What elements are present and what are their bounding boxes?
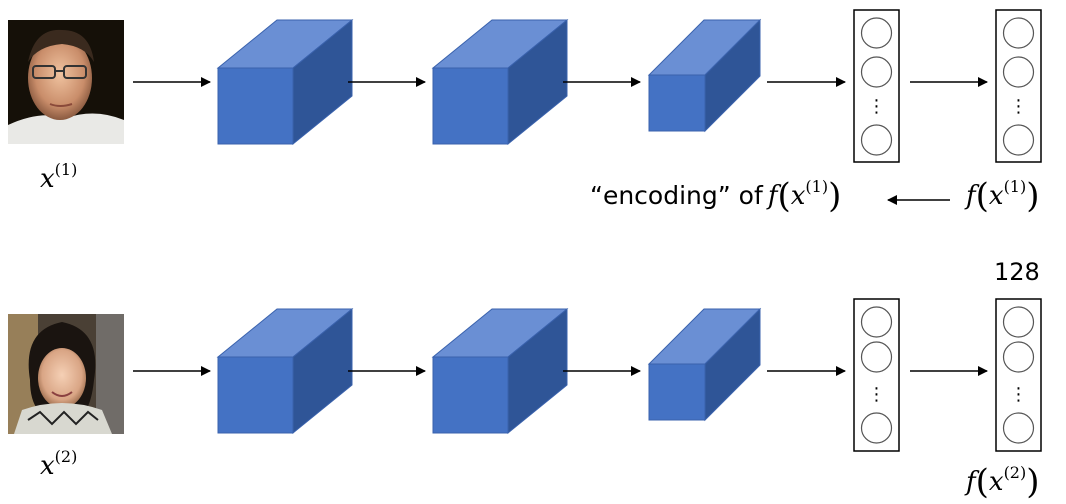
face-photo-woman	[8, 314, 124, 434]
neuron	[860, 17, 893, 49]
conv-block-3	[647, 307, 762, 422]
vertical-dots-icon: ⋮	[1010, 384, 1028, 405]
fc-layer-vector: ⋮	[853, 9, 900, 163]
neuron	[1002, 306, 1035, 338]
conv-block-3	[647, 18, 762, 133]
encoding-caption: “encoding” of f(x(1))	[590, 176, 841, 216]
face-photo-man	[8, 20, 124, 144]
encoding-function: f(x(1))	[767, 176, 842, 216]
fc-layer-vector: ⋮	[853, 298, 900, 452]
neuron	[1002, 56, 1035, 88]
input-label-x1: x(1)	[40, 160, 78, 194]
conv-block-2	[431, 307, 569, 435]
neuron	[1002, 412, 1035, 444]
output-label-f-x2: f(x(2))	[966, 462, 1040, 502]
input-label-x2: x(2)	[40, 447, 78, 481]
conv-block-1	[216, 18, 354, 146]
vertical-dots-icon: ⋮	[868, 96, 886, 117]
conv-block-2	[431, 18, 569, 146]
neuron	[860, 341, 893, 373]
neuron	[1002, 341, 1035, 373]
output-label-f-x1: f(x(1))	[966, 176, 1040, 216]
vertical-dots-icon: ⋮	[868, 384, 886, 405]
neuron	[860, 412, 893, 444]
embedding-dimension: 128	[994, 258, 1040, 286]
neuron	[1002, 124, 1035, 156]
neuron	[860, 56, 893, 88]
conv-block-1	[216, 307, 354, 435]
neuron	[860, 306, 893, 338]
vertical-dots-icon: ⋮	[1010, 96, 1028, 117]
neuron	[860, 124, 893, 156]
output-embedding-vector: ⋮	[995, 9, 1042, 163]
encoding-text: “encoding” of	[590, 181, 763, 210]
output-embedding-vector: ⋮	[995, 298, 1042, 452]
neuron	[1002, 17, 1035, 49]
